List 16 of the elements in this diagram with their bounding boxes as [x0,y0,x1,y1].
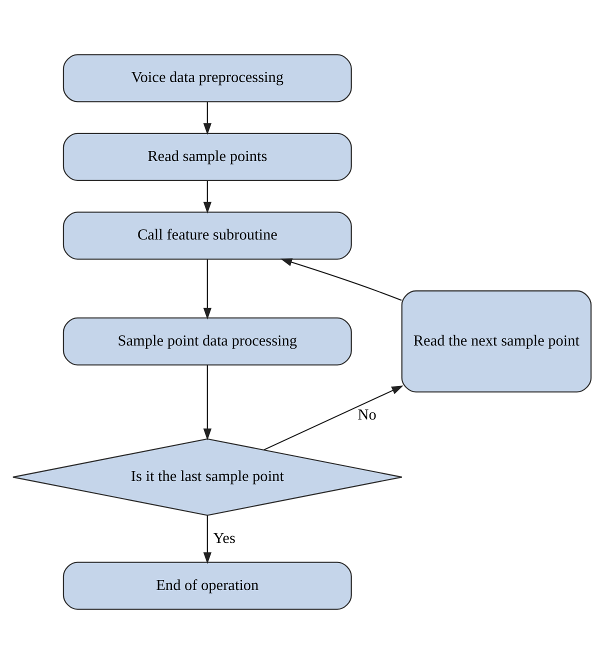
node-box: End of operation [62,561,352,610]
node-box: Sample point data processing [62,316,352,365]
arrow [203,364,212,440]
arrow [264,385,404,450]
arrow [203,258,212,320]
arrow [203,180,212,214]
node-box: Read sample points [62,132,352,181]
node-diamond: Is it the last sample point [12,438,402,516]
arrow [280,258,402,300]
arrow [203,514,212,564]
node-box: Voice data preprocessing [62,54,352,102]
edge-label: Yes [213,529,236,546]
node-box: Call feature subroutine [62,211,352,260]
edge-label: No [358,406,376,423]
arrow [203,101,212,134]
node-box: Read the next sample point [401,290,592,392]
